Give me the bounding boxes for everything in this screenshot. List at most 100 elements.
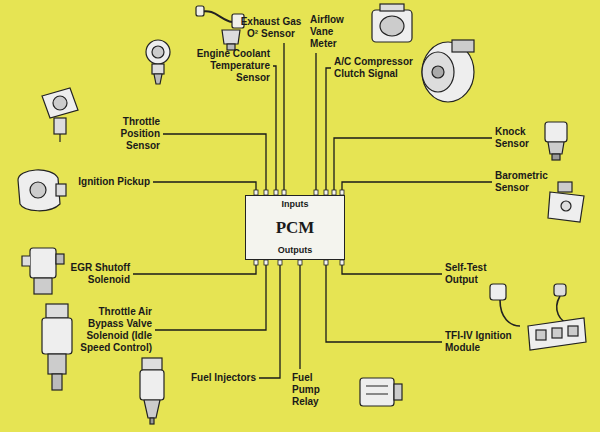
- o2-sensor-picture: [196, 6, 244, 50]
- component-name: Fuel Pump Relay: [292, 372, 342, 408]
- relay-label: Fuel Pump Relay: [292, 372, 342, 408]
- component-name: A/C Compressor Clutch Signal: [334, 56, 414, 80]
- egr-solenoid-picture: [22, 248, 64, 294]
- self-test-connector-picture: [490, 284, 570, 326]
- coolant-sensor-picture-part: [152, 46, 164, 58]
- signal-wire: [273, 66, 276, 195]
- air-bypass-valve-picture: [42, 304, 72, 390]
- tfi-module-picture-part: [552, 328, 562, 338]
- airflow-meter-picture-part: [372, 10, 412, 42]
- coolant-sensor-picture-part: [152, 64, 164, 74]
- sensor-label: Airflow Vane Meter: [310, 14, 362, 50]
- airflow-meter-picture: [372, 4, 412, 42]
- signal-wire: [326, 260, 442, 342]
- air-bypass-valve-picture-part: [48, 354, 66, 374]
- ac-compressor-picture: [422, 40, 474, 102]
- barometric-sensor-picture-part: [561, 201, 571, 211]
- ignition-pickup-picture: [18, 170, 66, 211]
- sensor-label: Knock Sensor: [495, 126, 541, 150]
- component-name: Throttle Air Bypass Valve Solenoid (Idle…: [76, 306, 152, 354]
- knock-sensor-picture-part: [548, 142, 564, 154]
- barometric-sensor-picture-part: [558, 182, 572, 192]
- actuator-label: EGR Shutoff Solenoid: [66, 262, 130, 286]
- component-name: Self-Test Output: [445, 262, 493, 286]
- airflow-meter-picture-part: [380, 16, 404, 36]
- barometric-sensor-picture: [548, 182, 584, 222]
- air-bypass-valve-picture-part: [42, 318, 72, 354]
- module-name: PCM: [276, 218, 315, 237]
- coolant-sensor-picture-part: [146, 40, 170, 64]
- airflow-meter-picture-part: [380, 4, 404, 11]
- component-name: EGR Shutoff Solenoid: [66, 262, 130, 286]
- port-caption: Outputs: [278, 245, 313, 256]
- throttle-position-sensor-picture-part: [53, 96, 67, 110]
- sensor-label: Throttle Position Sensor: [96, 116, 160, 152]
- actuator-label: Throttle Air Bypass Valve Solenoid (Idle…: [76, 306, 152, 354]
- component-name: Exhaust Gas O² Sensor: [238, 16, 304, 40]
- ac-compressor-picture-part: [422, 52, 454, 92]
- signal-wire: [315, 53, 316, 195]
- component-name: Throttle Position Sensor: [96, 116, 160, 152]
- ignition-pickup-picture-part: [18, 170, 60, 211]
- pcm-box: InputsPCM Outputs: [245, 195, 345, 260]
- ac-compressor-picture-part: [432, 66, 444, 78]
- coolant-sensor-picture-part: [154, 74, 162, 84]
- component-name: TFI-IV Ignition Module: [445, 330, 525, 354]
- fuel-injector-picture-part: [142, 358, 162, 370]
- output-label: Self-Test Output: [445, 262, 493, 286]
- actuator-label: Fuel Injectors: [172, 372, 256, 384]
- fuel-injector-picture-part: [140, 370, 164, 400]
- signal-wire: [283, 43, 284, 195]
- fuel-pump-relay-picture: [360, 378, 402, 406]
- knock-sensor-picture: [545, 122, 567, 160]
- tfi-module-picture-part: [528, 318, 586, 350]
- coolant-sensor-picture: [146, 40, 170, 84]
- fuel-pump-relay-picture-part: [366, 386, 388, 394]
- sensor-label: Ignition Pickup: [66, 176, 150, 188]
- ac-compressor-picture-part: [452, 40, 474, 52]
- o2-sensor-picture-part: [196, 6, 204, 16]
- self-test-connector-picture-part: [490, 284, 506, 300]
- component-name: Knock Sensor: [495, 126, 541, 150]
- fuel-injector-picture: [140, 358, 164, 424]
- pcm-pin: [278, 260, 282, 265]
- air-bypass-valve-picture-part: [52, 374, 62, 390]
- component-name: Airflow Vane Meter: [310, 14, 362, 50]
- pcm-pin: [264, 260, 268, 265]
- knock-sensor-picture-part: [552, 154, 560, 160]
- pcm-pin: [324, 260, 328, 265]
- signal-wire: [259, 260, 280, 378]
- sensor-label: Exhaust Gas O² Sensor: [238, 16, 304, 40]
- self-test-connector-picture-part: [554, 284, 566, 296]
- component-name: Barometric Sensor: [495, 170, 547, 194]
- signal-wire: [153, 182, 256, 195]
- signal-wire: [155, 260, 266, 330]
- fuel-pump-relay-picture-part: [394, 384, 402, 400]
- signal-wire: [326, 68, 331, 195]
- signal-wire: [299, 260, 300, 369]
- port-caption: Inputs: [282, 199, 309, 210]
- component-name: Ignition Pickup: [66, 176, 150, 188]
- module-label: TFI-IV Ignition Module: [445, 330, 525, 354]
- barometric-sensor-picture-part: [548, 192, 584, 222]
- signal-wire: [334, 138, 492, 195]
- o2-sensor-picture-part: [200, 11, 232, 22]
- egr-solenoid-picture-part: [30, 248, 56, 278]
- tfi-module-picture: [528, 318, 586, 350]
- component-name: Engine Coolant Temperature Sensor: [176, 48, 270, 84]
- self-test-connector-picture-part: [500, 300, 520, 326]
- tfi-module-picture-part: [568, 326, 578, 336]
- egr-solenoid-picture-part: [34, 278, 52, 294]
- signal-wire: [342, 260, 442, 274]
- pcm-pin: [298, 260, 302, 265]
- fuel-injector-picture-part: [150, 418, 154, 424]
- air-bypass-valve-picture-part: [46, 304, 68, 318]
- tfi-module-picture-part: [536, 330, 546, 340]
- signal-wire: [342, 182, 492, 195]
- throttle-position-sensor-picture-part: [42, 88, 78, 118]
- fuel-pump-relay-picture-part: [360, 378, 394, 406]
- signal-wire: [133, 260, 256, 274]
- sensor-label: Barometric Sensor: [495, 170, 547, 194]
